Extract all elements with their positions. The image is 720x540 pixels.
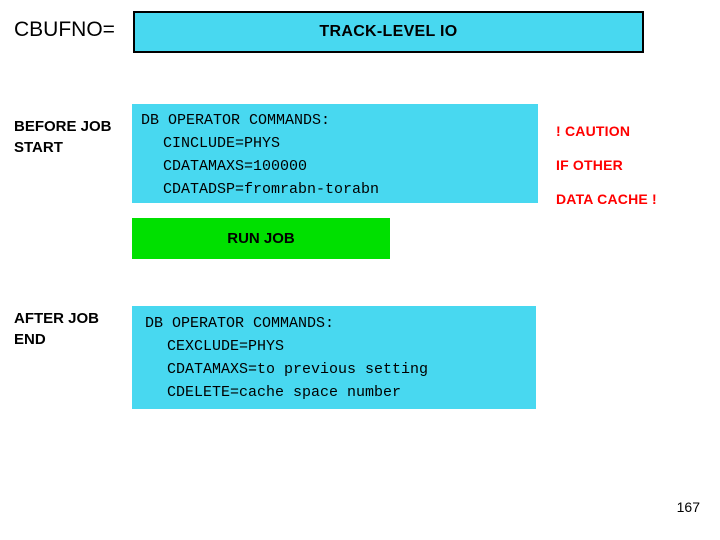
after-commands-line-2: CDATAMAXS=to previous setting	[167, 361, 429, 378]
before-job-command-box: DB OPERATOR COMMANDS: CINCLUDE=PHYS CDAT…	[132, 104, 538, 203]
after-job-command-box: DB OPERATOR COMMANDS: CEXCLUDE=PHYS CDAT…	[132, 306, 536, 409]
after-job-label: AFTER JOB END	[14, 310, 100, 348]
page-number: 167	[676, 499, 700, 515]
title-banner-text: TRACK-LEVEL IO	[319, 23, 458, 40]
before-commands-line-3: CDATADSP=fromrabn-torabn	[163, 181, 380, 198]
title-banner: TRACK-LEVEL IO	[133, 11, 644, 53]
before-commands-heading: DB OPERATOR COMMANDS:	[141, 112, 331, 129]
before-job-command-text: DB OPERATOR COMMANDS: CINCLUDE=PHYS CDAT…	[141, 109, 379, 201]
before-commands-line-1: CINCLUDE=PHYS	[163, 135, 281, 152]
after-commands-line-3: CDELETE=cache space number	[167, 384, 402, 401]
page-title-label: CBUFNO=	[14, 18, 115, 41]
caution-note: ! CAUTION IF OTHER DATA CACHE !	[556, 123, 657, 207]
after-job-command-text: DB OPERATOR COMMANDS: CEXCLUDE=PHYS CDAT…	[145, 312, 428, 404]
run-job-label: RUN JOB	[227, 230, 295, 247]
before-commands-line-2: CDATAMAXS=100000	[163, 158, 308, 175]
after-commands-heading: DB OPERATOR COMMANDS:	[145, 315, 335, 332]
run-job-box[interactable]: RUN JOB	[132, 218, 390, 259]
after-commands-line-1: CEXCLUDE=PHYS	[167, 338, 285, 355]
before-job-label: BEFORE JOB START	[14, 118, 112, 156]
